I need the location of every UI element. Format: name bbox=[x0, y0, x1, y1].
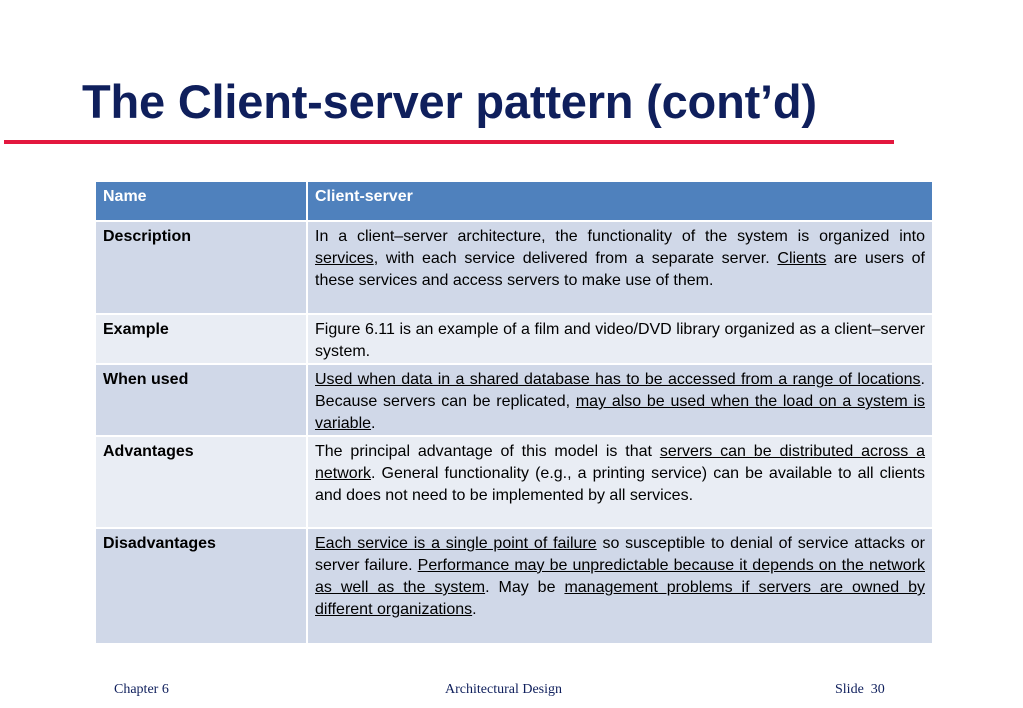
text-segment: . General functionality (e.g., a printin… bbox=[315, 465, 925, 504]
underlined-text: Each service is a single point of failur… bbox=[315, 535, 597, 552]
underlined-text: Performance may be unpredictable because… bbox=[315, 557, 925, 596]
text-segment: Figure 6.11 is an example of a film and … bbox=[315, 321, 925, 360]
table-row-when-used: When used Used when data in a shared dat… bbox=[94, 363, 934, 437]
text-segment: , with each service delivered from a sep… bbox=[373, 250, 778, 267]
row-value: The principal advantage of this model is… bbox=[306, 435, 934, 529]
table-row-advantages: Advantages The principal advantage of th… bbox=[94, 435, 934, 529]
slide-title: The Client-server pattern (cont’d) bbox=[82, 75, 817, 128]
text-segment: . May be bbox=[485, 579, 565, 596]
text-segment: Client-server bbox=[315, 188, 413, 205]
table-row-disadvantages: Disadvantages Each service is a single p… bbox=[94, 527, 934, 645]
text-segment: so susceptible to denial of service atta… bbox=[315, 535, 926, 574]
footer-title: Architectural Design bbox=[445, 682, 563, 697]
row-value: Figure 6.11 is an example of a film and … bbox=[306, 313, 934, 365]
table-row-description: Description In a client–server architect… bbox=[94, 220, 934, 315]
row-value: Client-server bbox=[306, 180, 934, 222]
row-value: Each service is a single point of failur… bbox=[306, 527, 934, 645]
row-label: Description bbox=[94, 220, 308, 315]
row-label: Advantages bbox=[94, 435, 308, 529]
underlined-text: services bbox=[315, 250, 374, 267]
row-label: When used bbox=[94, 363, 308, 437]
text-segment: are users of these services and access s… bbox=[315, 250, 925, 289]
title-underline-rule bbox=[4, 140, 894, 144]
row-value: Used when data in a shared database has … bbox=[306, 363, 934, 437]
underlined-text: management problems if servers are owned… bbox=[315, 579, 925, 618]
footer-chapter: Chapter 6 bbox=[114, 682, 169, 697]
footer-slide-number: Slide 30 bbox=[835, 682, 885, 697]
text-segment: In a client–server architecture, the fun… bbox=[315, 228, 925, 245]
row-value: In a client–server architecture, the fun… bbox=[306, 220, 934, 315]
row-label: Example bbox=[94, 313, 308, 365]
row-label: Disadvantages bbox=[94, 527, 308, 645]
row-label: Name bbox=[94, 180, 308, 222]
text-segment: . Because servers can be replicated, bbox=[315, 371, 925, 410]
table-row-example: Example Figure 6.11 is an example of a f… bbox=[94, 313, 934, 365]
text-segment: The principal advantage of this model is… bbox=[315, 443, 660, 460]
text-segment: . bbox=[371, 415, 376, 432]
table-row-name: Name Client-server bbox=[94, 180, 934, 222]
text-segment: . bbox=[472, 601, 477, 618]
underlined-text: may also be used when the load on a syst… bbox=[315, 393, 925, 432]
underlined-text: Clients bbox=[777, 250, 827, 267]
pattern-table: Name Client-server Description In a clie… bbox=[94, 180, 934, 645]
underlined-text: servers can be distributed across a netw… bbox=[315, 443, 926, 482]
underlined-text: Used when data in a shared database has … bbox=[315, 371, 921, 388]
